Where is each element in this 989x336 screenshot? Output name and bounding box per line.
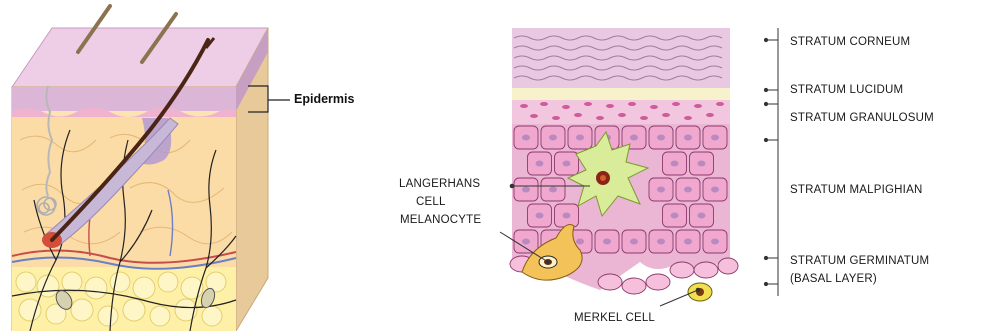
cell-nucleus bbox=[536, 213, 544, 219]
cell-nucleus bbox=[536, 161, 544, 167]
cell-nucleus bbox=[684, 135, 692, 141]
cell-nucleus bbox=[563, 161, 571, 167]
cell-nucleus bbox=[576, 135, 584, 141]
cell-nucleus bbox=[657, 135, 665, 141]
cell-nucleus bbox=[711, 187, 719, 193]
cell-nucleus bbox=[698, 213, 706, 219]
stratum-malpighian-label: STRATUM MALPIGHIAN bbox=[790, 184, 922, 196]
stratum-lucidum-label: STRATUM LUCIDUM bbox=[790, 84, 903, 96]
epidermis-label: Epidermis bbox=[294, 92, 354, 106]
cell-nucleus bbox=[522, 135, 530, 141]
cell-nucleus bbox=[671, 213, 679, 219]
cell-nucleus bbox=[684, 239, 692, 245]
melanocyte-label: MELANOCYTE bbox=[400, 214, 481, 226]
cell-nucleus bbox=[549, 187, 557, 193]
basal-layer-label: (BASAL LAYER) bbox=[790, 273, 877, 285]
cell-nucleus bbox=[522, 239, 530, 245]
stratum-germinatum-label: STRATUM GERMINATUM bbox=[790, 255, 929, 267]
cell-nucleus bbox=[684, 187, 692, 193]
cell-nucleus bbox=[522, 187, 530, 193]
cell-nucleus bbox=[711, 239, 719, 245]
merkel-cell-label: MERKEL CELL bbox=[574, 312, 655, 324]
cell-nucleus bbox=[657, 239, 665, 245]
cell-nucleus bbox=[698, 161, 706, 167]
cell-nucleus bbox=[630, 135, 638, 141]
cell-nucleus bbox=[657, 187, 665, 193]
stratum-granulosum-label: STRATUM GRANULOSUM bbox=[790, 112, 934, 124]
langerhans-cell-label-line1: LANGERHANS bbox=[399, 178, 480, 190]
cell-nucleus bbox=[603, 239, 611, 245]
cell-nucleus bbox=[549, 135, 557, 141]
layer-bracket bbox=[764, 28, 778, 296]
cell-nucleus bbox=[711, 135, 719, 141]
cell-nucleus bbox=[630, 239, 638, 245]
stratum-corneum-label: STRATUM CORNEUM bbox=[790, 36, 910, 48]
cell-nucleus bbox=[671, 161, 679, 167]
cell-nucleus bbox=[563, 213, 571, 219]
langerhans-cell-label-line2: CELL bbox=[416, 196, 446, 208]
skin-block-illustration bbox=[12, 6, 268, 331]
cell-nucleus bbox=[576, 239, 584, 245]
